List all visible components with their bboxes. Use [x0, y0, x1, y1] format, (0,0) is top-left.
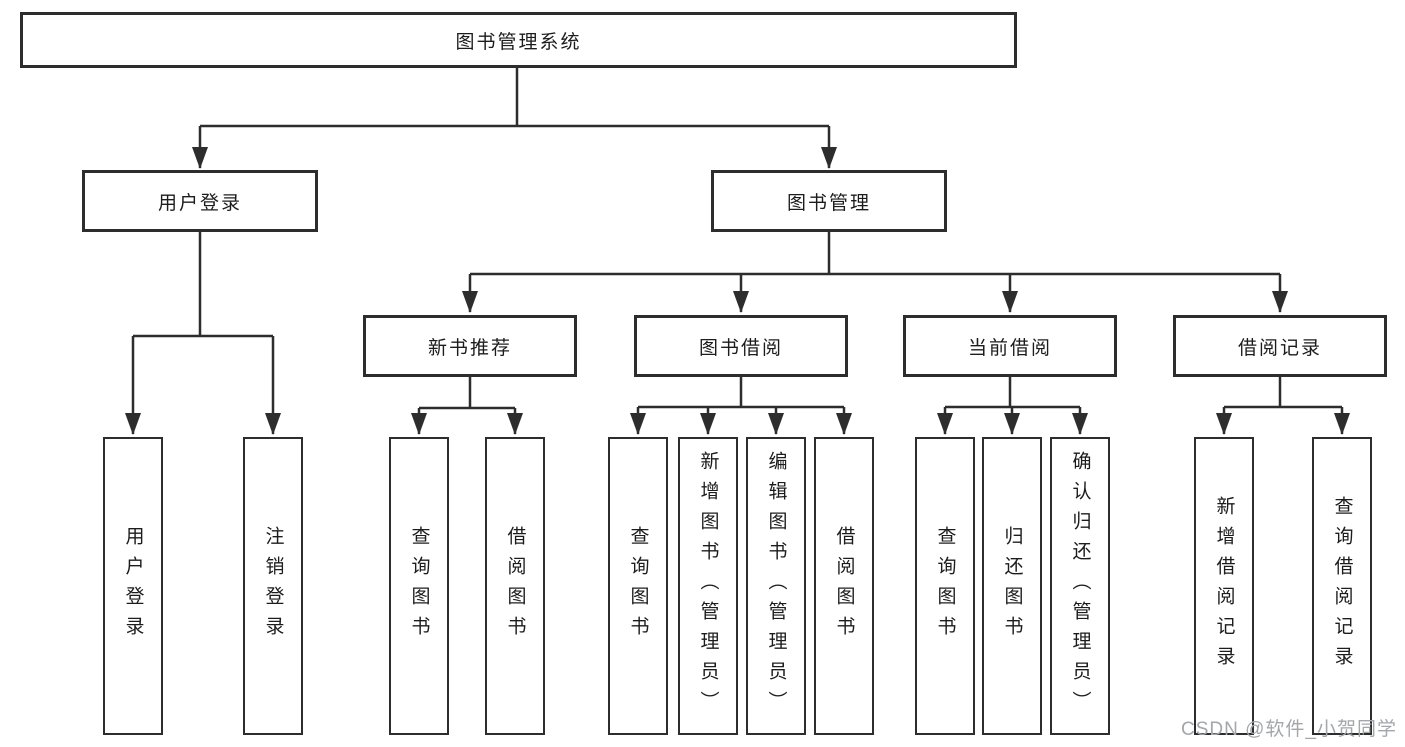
node-book-management-branch: 图书管理 — [711, 170, 947, 232]
leaf-borrow-books-borrowing: 借阅图书 — [814, 437, 874, 735]
leaf-add-books-admin: 新增图书（管理员） — [678, 437, 738, 735]
leaf-logout: 注销登录 — [243, 437, 303, 735]
node-library-management-system: 图书管理系统 — [20, 12, 1017, 68]
leaf-query-books-current: 查询图书 — [915, 437, 975, 735]
leaf-query-books-recommend: 查询图书 — [389, 437, 449, 735]
node-borrowing-records: 借阅记录 — [1173, 315, 1387, 377]
leaf-query-books-borrowing: 查询图书 — [608, 437, 668, 735]
leaf-confirm-return-admin: 确认归还（管理员） — [1050, 437, 1110, 735]
node-current-borrowing: 当前借阅 — [903, 315, 1117, 377]
leaf-user-login: 用户登录 — [103, 437, 163, 735]
csdn-watermark: CSDN @软件_小贺同学 — [1181, 719, 1397, 740]
leaf-add-borrow-record: 新增借阅记录 — [1194, 437, 1254, 735]
node-new-book-recommendation: 新书推荐 — [363, 315, 577, 377]
leaf-edit-books-admin: 编辑图书（管理员） — [746, 437, 806, 735]
leaf-return-books: 归还图书 — [982, 437, 1042, 735]
node-book-borrowing: 图书借阅 — [634, 315, 848, 377]
node-user-login-branch: 用户登录 — [82, 170, 318, 232]
leaf-borrow-books-recommend: 借阅图书 — [485, 437, 545, 735]
leaf-query-borrow-record: 查询借阅记录 — [1312, 437, 1372, 735]
